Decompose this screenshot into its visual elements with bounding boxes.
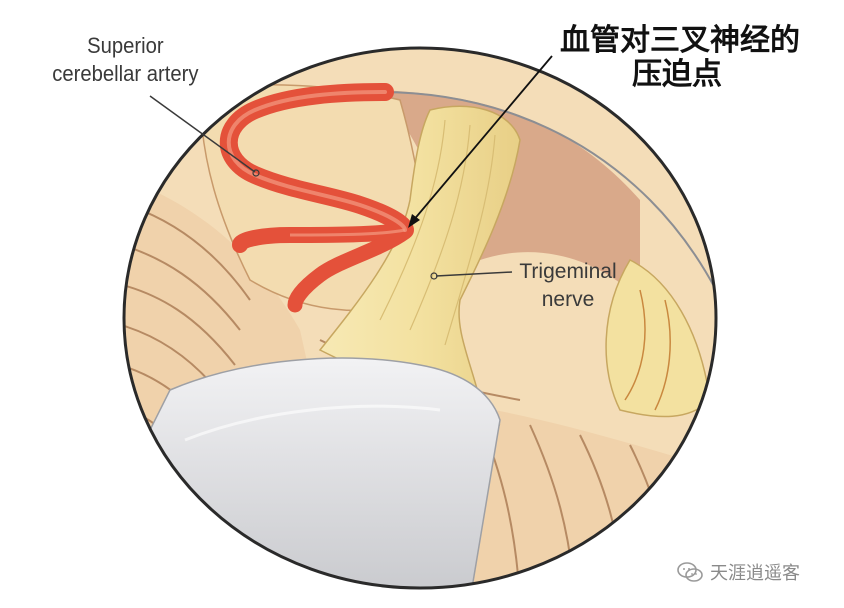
right-cranial-nerve <box>605 259 711 418</box>
superior-cerebellar-artery <box>219 83 414 313</box>
label-compression-line-1: 血管对三叉神经的 <box>560 23 800 58</box>
operative-field-outline <box>122 46 718 590</box>
wechat-icon <box>677 562 703 582</box>
label-compression-point: 血管对三叉神经的 压迫点 <box>560 24 830 92</box>
leader-line-nerve <box>435 271 513 277</box>
leader-line-artery <box>149 95 256 173</box>
compression-arrow-head <box>408 214 420 228</box>
operative-field <box>124 48 716 588</box>
watermark-text: 天涯逍遥客 <box>710 563 800 584</box>
label-superior-cerebellar-artery: Superior cerebellar artery <box>38 32 213 88</box>
watermark: 天涯逍遥客 <box>676 558 800 586</box>
bottom-retractor <box>149 357 501 588</box>
label-trigeminal-nerve: Trigeminal nerve <box>508 258 628 314</box>
label-compression-line-2: 压迫点 <box>632 57 722 92</box>
leader-dot-artery <box>252 169 260 177</box>
label-sca-line-1: Superior <box>87 33 164 58</box>
label-sca-line-2: cerebellar artery <box>52 61 199 86</box>
leader-dot-nerve <box>430 272 438 280</box>
label-tn-line-1: Trigeminal <box>519 260 617 283</box>
label-tn-line-2: nerve <box>541 288 595 311</box>
compression-arrow-line <box>411 55 553 223</box>
